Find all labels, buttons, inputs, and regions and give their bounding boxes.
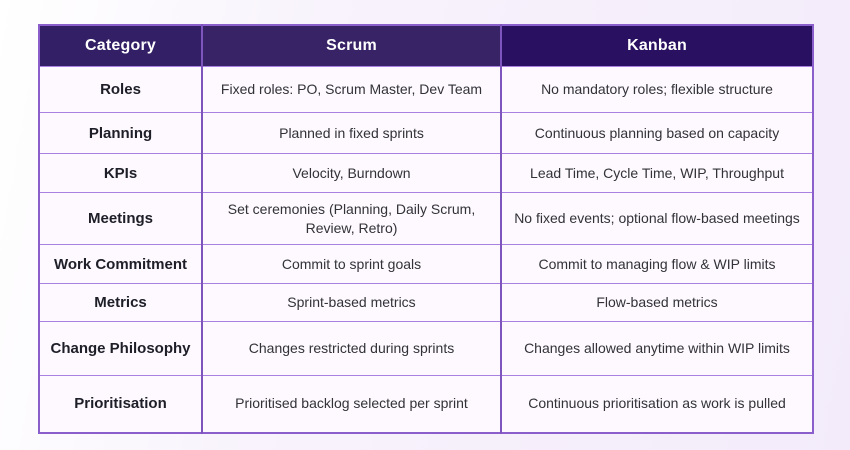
comparison-table: Category Scrum Kanban Roles Fixed roles:… [38, 24, 814, 434]
scrum-cell: Fixed roles: PO, Scrum Master, Dev Team [201, 66, 501, 113]
kanban-cell: Flow-based metrics [500, 283, 813, 322]
scrum-cell: Commit to sprint goals [201, 244, 501, 284]
scrum-cell: Set ceremonies (Planning, Daily Scrum, R… [201, 192, 501, 245]
table-row-prioritisation: Prioritisation Prioritised backlog selec… [39, 375, 813, 433]
scrum-cell: Planned in fixed sprints [201, 112, 501, 154]
category-cell: Roles [39, 66, 202, 113]
scrum-cell: Prioritised backlog selected per sprint [201, 375, 501, 433]
header-kanban: Kanban [500, 25, 813, 67]
category-cell: Prioritisation [39, 375, 202, 433]
table-row-work-commitment: Work Commitment Commit to sprint goals C… [39, 244, 813, 284]
kanban-cell: No mandatory roles; flexible structure [500, 66, 813, 113]
table-row-change-philosophy: Change Philosophy Changes restricted dur… [39, 321, 813, 376]
table-row-planning: Planning Planned in fixed sprints Contin… [39, 112, 813, 154]
kanban-cell: No fixed events; optional flow-based mee… [500, 192, 813, 245]
category-cell: KPIs [39, 153, 202, 193]
table-row-kpis: KPIs Velocity, Burndown Lead Time, Cycle… [39, 153, 813, 193]
category-cell: Planning [39, 112, 202, 154]
header-row: Category Scrum Kanban [39, 25, 813, 67]
kanban-cell: Changes allowed anytime within WIP limit… [500, 321, 813, 376]
category-cell: Metrics [39, 283, 202, 322]
category-cell: Change Philosophy [39, 321, 202, 376]
kanban-cell: Commit to managing flow & WIP limits [500, 244, 813, 284]
category-cell: Meetings [39, 192, 202, 245]
scrum-cell: Sprint-based metrics [201, 283, 501, 322]
header-category: Category [39, 25, 202, 67]
header-scrum: Scrum [201, 25, 501, 67]
table-row-meetings: Meetings Set ceremonies (Planning, Daily… [39, 192, 813, 245]
category-cell: Work Commitment [39, 244, 202, 284]
table-row-roles: Roles Fixed roles: PO, Scrum Master, Dev… [39, 66, 813, 113]
kanban-cell: Lead Time, Cycle Time, WIP, Throughput [500, 153, 813, 193]
kanban-cell: Continuous prioritisation as work is pul… [500, 375, 813, 433]
kanban-cell: Continuous planning based on capacity [500, 112, 813, 154]
scrum-cell: Velocity, Burndown [201, 153, 501, 193]
scrum-cell: Changes restricted during sprints [201, 321, 501, 376]
table-row-metrics: Metrics Sprint-based metrics Flow-based … [39, 283, 813, 322]
